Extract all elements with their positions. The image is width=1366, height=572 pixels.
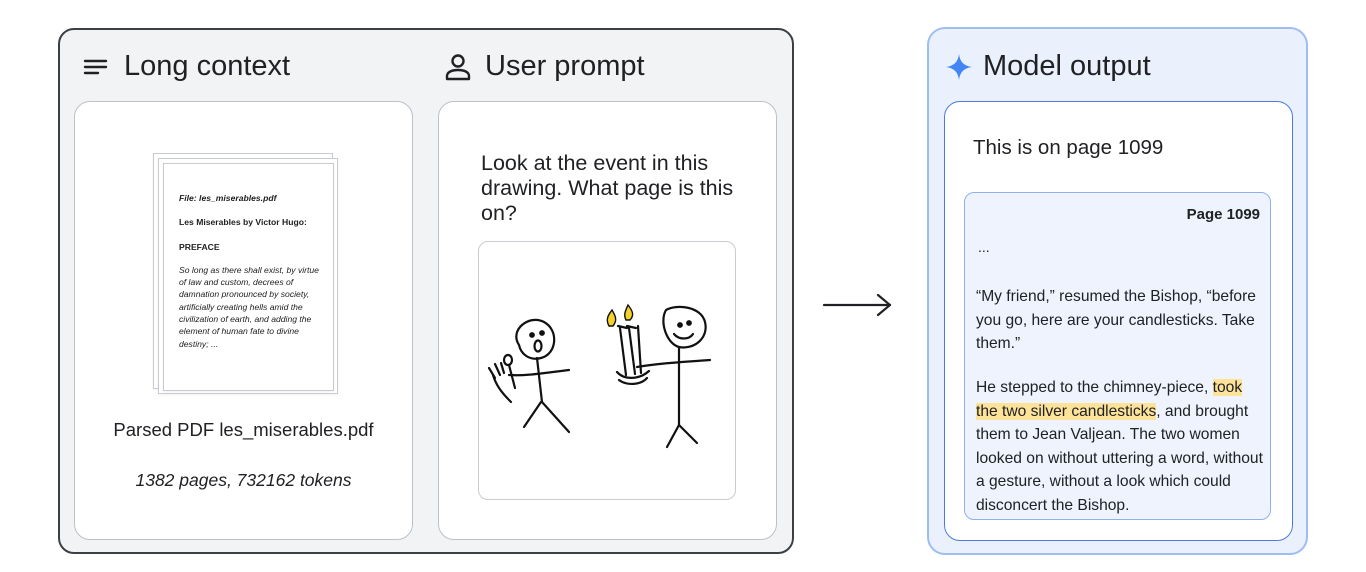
long-context-header: Long context xyxy=(82,50,290,83)
user-prompt-header: User prompt xyxy=(443,50,645,83)
paragraph-2-rest: , and brought them to Jean Valjean. The … xyxy=(976,402,1263,514)
model-output-header: Model output xyxy=(945,50,1151,83)
user-prompt-title: User prompt xyxy=(485,50,645,82)
document-excerpt: So long as there shall exist, by virtue … xyxy=(179,264,319,349)
page-paragraph-2: He stepped to the chimney-piece, took th… xyxy=(976,376,1266,517)
document-file-label: File: les_miserables.pdf xyxy=(179,193,277,203)
model-answer: This is on page 1099 xyxy=(973,136,1164,159)
document-stats: 1382 pages, 732162 tokens xyxy=(135,470,352,490)
page-paragraph-1: “My friend,” resumed the Bishop, “before… xyxy=(976,288,1256,352)
user-prompt-text: Look at the event in this drawing. What … xyxy=(481,151,734,225)
document-book-title: Les Miserables by Victor Hugo: xyxy=(179,217,307,228)
paragraph-2-lead: He stepped to the chimney-piece, xyxy=(976,379,1213,396)
model-output-title: Model output xyxy=(983,50,1151,82)
page-ellipsis: ... xyxy=(978,239,990,255)
page-excerpt-card xyxy=(964,192,1271,520)
document-caption: Parsed PDF les_miserables.pdf xyxy=(113,419,374,440)
document-section: PREFACE xyxy=(179,241,220,252)
document-preview: File: les_miserables.pdf Les Miserables … xyxy=(163,163,334,391)
person-icon xyxy=(443,52,473,82)
sparkle-icon xyxy=(945,53,973,81)
lines-icon xyxy=(82,52,112,82)
stick-figure-drawing xyxy=(487,303,712,449)
prompt-drawing xyxy=(478,241,736,500)
page-label: Page 1099 xyxy=(1186,206,1260,223)
right-arrow-icon xyxy=(822,290,894,320)
long-context-title: Long context xyxy=(124,50,291,82)
